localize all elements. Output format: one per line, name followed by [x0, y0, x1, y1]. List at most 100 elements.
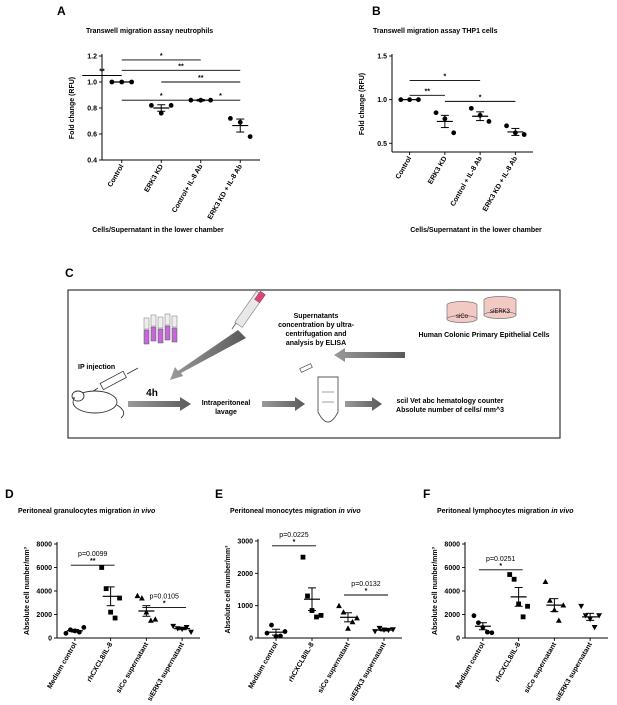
y-tick-label: 1.0	[87, 80, 97, 87]
vials-icon	[143, 313, 178, 345]
y-tick-label: 1.5	[377, 54, 387, 61]
x-tick-label: ERK3 KD	[427, 156, 448, 186]
supernatants-text-1: Supernatants	[294, 313, 339, 320]
data-point	[468, 105, 474, 111]
data-point	[152, 616, 159, 622]
data-point	[112, 615, 118, 621]
data-point	[278, 633, 283, 639]
y-tick-label: 8000	[444, 542, 460, 549]
significance-label: **	[90, 558, 96, 565]
data-point	[318, 612, 324, 618]
significance-label: *	[479, 94, 482, 101]
significance-label: **	[99, 69, 105, 76]
x-tick-label: Control+ IL-8 Ab	[171, 164, 204, 215]
y-tick-label: 2000	[237, 571, 253, 578]
data-point	[416, 97, 421, 103]
y-axis-label: Absolute cell number/mm³	[225, 545, 232, 634]
p-value-label: p=0.0251	[486, 556, 515, 563]
p-value-label: p=0.0105	[150, 593, 179, 600]
data-point	[345, 625, 351, 631]
data-point	[227, 116, 233, 121]
data-point	[398, 97, 404, 103]
data-point	[314, 614, 319, 620]
y-axis-label: Fold change (RFU)	[359, 73, 366, 135]
culture-dish-sico: siCo	[446, 301, 478, 323]
y-tick-label: 4000	[444, 589, 460, 596]
x-axis-label: Cells/Supernatant in the lower chamber	[92, 227, 224, 234]
data-point	[354, 615, 360, 621]
data-point	[264, 630, 270, 636]
x-tick-label: siCo supernatant	[115, 641, 150, 695]
x-tick-label: Control	[395, 155, 414, 180]
y-tick-label: 6000	[444, 565, 460, 572]
counter-text-2: Absolute number of cells/ mm^3	[396, 406, 504, 414]
data-point	[168, 103, 174, 108]
significance-label: *	[160, 53, 163, 60]
x-tick-label: rhCXCL8/IL-8	[287, 641, 315, 683]
data-point	[147, 617, 154, 623]
panel-letter-c: C	[65, 266, 74, 280]
data-point	[511, 576, 517, 582]
data-point	[591, 625, 598, 631]
panel-letter-a: A	[57, 4, 66, 18]
x-tick-label: Medium control	[248, 641, 280, 690]
y-tick-label: 1.2	[87, 54, 97, 61]
data-point	[109, 79, 115, 85]
arrow-tube-to-counter	[345, 397, 382, 411]
x-tick-label: siERK3 supernatant	[555, 641, 595, 703]
chart-panel-a: Transwell migration assay neutrophils0.4…	[69, 28, 260, 234]
x-tick-label: Control	[107, 163, 126, 188]
significance-label: *	[219, 93, 222, 100]
x-tick-label: ERK3 KD + IL-8 Ab	[482, 156, 519, 213]
data-point	[340, 609, 347, 615]
data-point	[305, 593, 310, 599]
x-tick-label: Medium control	[46, 641, 78, 690]
x-tick-label: Medium control	[454, 641, 486, 690]
p-value-label: p=0.0225	[279, 532, 308, 539]
panel-letter-d: D	[5, 487, 14, 501]
ip-injection-text: IP injection	[78, 364, 115, 371]
data-point	[99, 565, 105, 570]
significance-label: *	[444, 73, 447, 80]
lavage-text-2: lavage	[215, 409, 237, 416]
data-point	[542, 578, 549, 584]
chart-panel-f: Peritoneal lymphocytes migration in vivo…	[432, 508, 608, 703]
p-value-label: p=0.0099	[78, 551, 107, 558]
data-point	[560, 602, 567, 608]
data-point	[507, 572, 513, 577]
data-point	[247, 134, 253, 140]
dish-label-sico: siCo	[456, 314, 469, 320]
y-tick-label: 1.0	[377, 97, 387, 104]
diagram-frame	[67, 289, 561, 439]
data-point	[555, 617, 562, 623]
data-point	[108, 609, 114, 615]
data-point	[486, 119, 492, 124]
supernatants-text-4: analysis by ELISA	[286, 340, 346, 347]
data-point	[504, 123, 509, 129]
chart-title-text: Peritoneal granulocytes migration	[18, 508, 133, 515]
y-axis-label: Fold change (RFU)	[69, 77, 76, 139]
chart-title-italic: in vivo	[339, 508, 362, 515]
mouse-icon	[71, 390, 125, 419]
arrow-supernatant-to-injection	[170, 330, 246, 380]
data-point	[547, 597, 553, 603]
data-point	[336, 602, 342, 609]
data-point	[134, 592, 141, 599]
y-tick-label: 3000	[237, 539, 253, 546]
time-text: 4h	[146, 388, 158, 399]
data-point	[520, 614, 526, 620]
culture-dish-sierk3: siERK3	[483, 296, 517, 319]
collection-tube-icon	[299, 363, 339, 423]
lavage-text-1: Intraperitoneal	[202, 400, 251, 407]
data-point	[476, 620, 481, 626]
x-tick-label: siCo supernatant	[523, 641, 558, 695]
workflow-diagram: siCo siERK3 Human Colonic Primary Epithe…	[67, 289, 561, 439]
data-point	[433, 110, 439, 116]
data-point	[451, 130, 457, 136]
data-point	[81, 625, 87, 630]
y-tick-label: 4000	[36, 589, 52, 596]
chart-panel-e: Peritoneal monocytes migration in vivo01…	[225, 508, 402, 703]
chart-panel-b: Transwell migration assay THP1 cells0.51…	[359, 28, 542, 234]
y-tick-label: 2000	[444, 612, 460, 619]
data-point	[103, 586, 109, 592]
